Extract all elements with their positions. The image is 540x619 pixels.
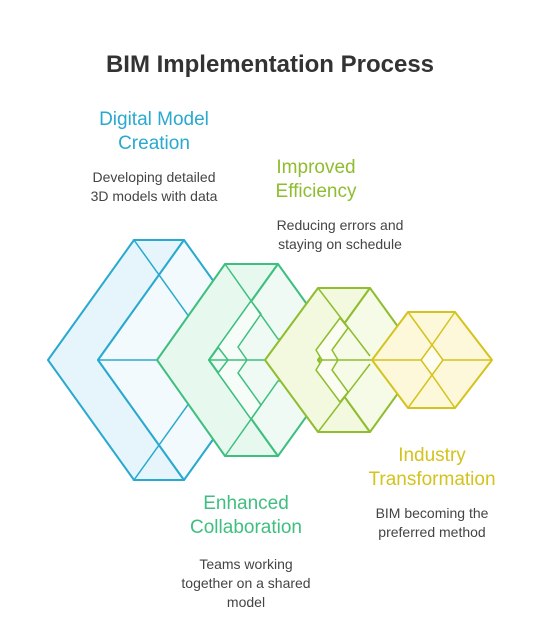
hexagon-chain-link-3 <box>264 287 423 433</box>
step3-title-line1: Improved <box>276 157 356 178</box>
step1-desc-line2: 3D models with data <box>90 188 218 204</box>
step2-desc-line3: model <box>226 594 266 610</box>
step3-title: Improved Efficiency <box>236 156 396 204</box>
step3-title-line2: Efficiency <box>275 181 357 202</box>
step2-title-line2: Collaboration <box>190 517 302 538</box>
step1-desc-line1: Developing detailed <box>92 169 216 185</box>
step3-desc-line2: staying on schedule <box>278 236 402 252</box>
step1-title: Digital Model Creation <box>70 108 238 156</box>
step2-desc-line1: Teams working <box>199 556 293 572</box>
step2-title-line1: Enhanced <box>203 493 289 514</box>
step1-title-line2: Creation <box>118 133 190 154</box>
step4-title-line2: Transformation <box>368 469 496 490</box>
page-title: BIM Implementation Process <box>105 51 435 78</box>
step2-description: Teams working together on a shared model <box>166 555 326 612</box>
step4-desc-line1: BIM becoming the <box>375 505 489 521</box>
step1-title-line1: Digital Model <box>99 109 209 130</box>
step4-title: Industry Transformation <box>352 444 512 492</box>
hexagon-chain-link-4 <box>371 311 493 409</box>
step3-description: Reducing errors and staying on schedule <box>256 216 424 254</box>
step4-title-line1: Industry <box>398 445 466 466</box>
step2-title: Enhanced Collaboration <box>168 492 324 540</box>
step4-description: BIM becoming the preferred method <box>352 504 512 542</box>
step4-desc-line2: preferred method <box>378 524 486 540</box>
step1-description: Developing detailed 3D models with data <box>64 168 244 206</box>
step3-desc-line1: Reducing errors and <box>276 217 404 233</box>
step2-desc-line2: together on a shared <box>181 575 311 591</box>
